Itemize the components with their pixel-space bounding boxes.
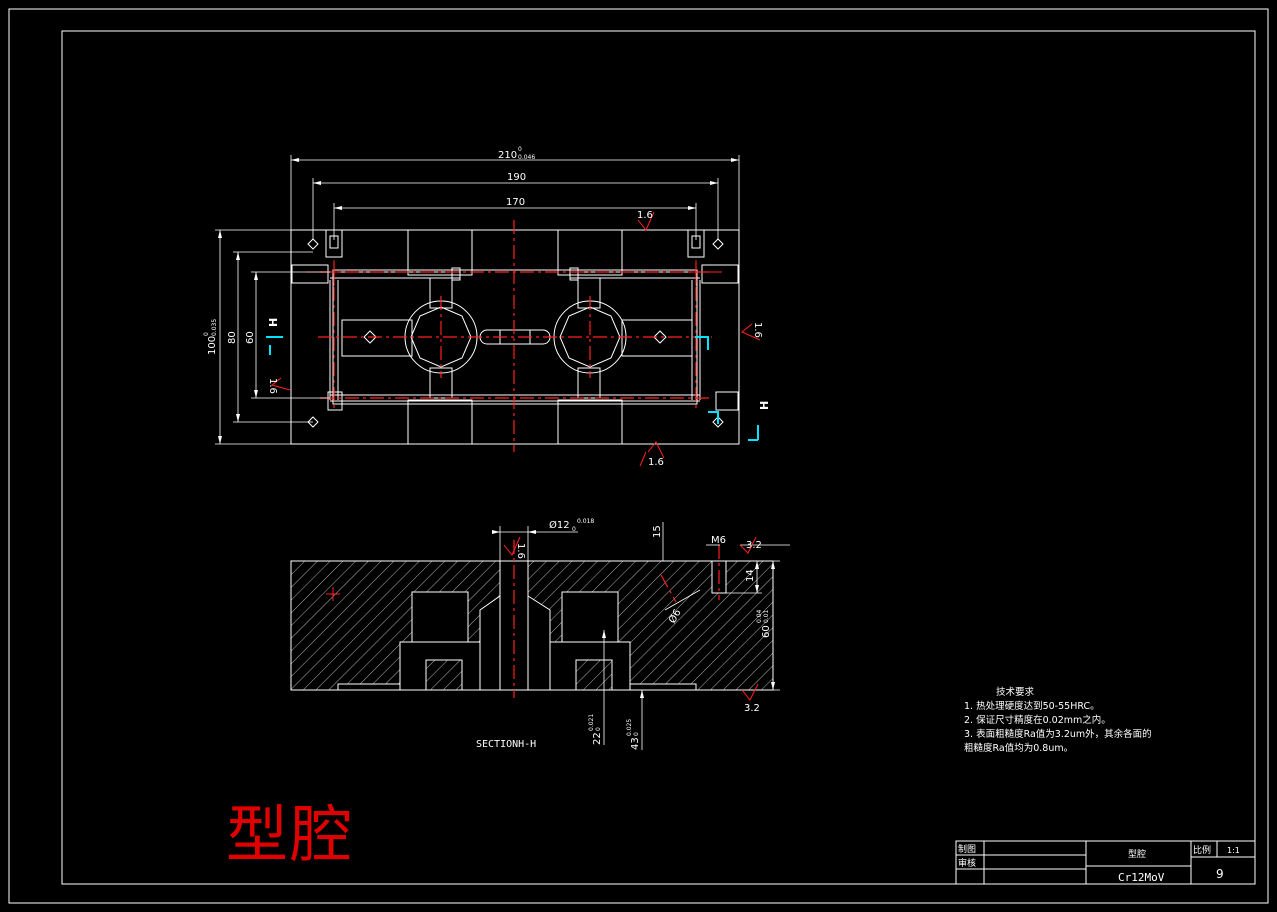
requirement-item: 3. 表面粗糙度Ra值为3.2um外，其余各面的 xyxy=(964,729,1152,740)
drawing-title-big: 型腔 xyxy=(226,798,355,871)
roughness-right-label: 1.6 xyxy=(752,322,763,338)
dim-170: 170 xyxy=(506,197,525,208)
technical-requirements-title: 技术要求 xyxy=(996,687,1035,698)
roughness-left-label: 1.6 xyxy=(267,378,278,394)
requirement-item: 2. 保证尺寸精度在0.02mm之内。 xyxy=(964,715,1111,726)
dim-60-tol-upper: 0.04 xyxy=(756,609,763,623)
cavity-right-outer xyxy=(553,300,627,374)
sheet-inner-border xyxy=(61,30,1256,885)
dim-43: 43 xyxy=(630,737,641,750)
dim-phi12-tol-lower: 0 xyxy=(572,526,576,533)
cavity-left-outer xyxy=(404,300,478,374)
dim-60-section: 60 xyxy=(761,625,772,638)
requirement-item: 粗糙度Ra值均为0.8um。 xyxy=(964,743,1074,754)
dim-60-tol-lower: 0.01 xyxy=(763,609,770,623)
dim-210-tol-upper: 0 xyxy=(518,146,522,153)
dim-22-tol-lower: 0 xyxy=(595,727,602,731)
dim-22-tol-upper: 0.021 xyxy=(588,714,595,731)
roughness-bore-label: 1.6 xyxy=(515,543,526,559)
dim-80: 80 xyxy=(227,331,238,344)
dim-22: 22 xyxy=(592,732,603,745)
dim-15: 15 xyxy=(652,525,663,538)
dim-210: 210 xyxy=(498,150,517,161)
plan-centerlines xyxy=(318,220,712,452)
dim-14: 14 xyxy=(745,569,756,582)
section-letter-left: H xyxy=(267,318,280,327)
section-markers xyxy=(266,336,759,441)
plan-dim-arrows xyxy=(218,158,739,444)
scale-label: 比例 xyxy=(1193,844,1211,856)
drawn-by-label: 制图 xyxy=(958,843,976,855)
material: Cr12MoV xyxy=(1118,871,1165,884)
roughness-symbols-plan xyxy=(270,211,761,467)
dim-phi12-tol-upper: 0.018 xyxy=(577,518,594,525)
sheet-outer-border xyxy=(8,8,1269,904)
plan-dimensions xyxy=(215,155,740,445)
plate-outline xyxy=(290,229,740,445)
section-dim-arrows xyxy=(492,530,775,698)
roughness-32-bottom-label: 3.2 xyxy=(744,703,760,714)
dim-100: 100 xyxy=(207,336,218,355)
dim-190: 190 xyxy=(507,172,526,183)
roughness-bottom-label: 1.6 xyxy=(648,457,664,468)
roughness-32-top-label: 3.2 xyxy=(746,540,762,551)
checked-by-label: 审核 xyxy=(958,857,976,869)
section-letter-right: H xyxy=(758,401,771,410)
requirement-item: 1. 热处理硬度达到50-55HRC。 xyxy=(964,701,1100,712)
dim-phi12: Ø12 xyxy=(549,519,570,531)
technical-requirements: 技术要求 1. 热处理硬度达到50-55HRC。 2. 保证尺寸精度在0.02m… xyxy=(964,686,1152,756)
title-block xyxy=(955,840,1256,885)
sheet-number: 9 xyxy=(1216,867,1224,881)
roughness-symbols-section xyxy=(503,536,759,701)
part-name: 型腔 xyxy=(1128,848,1146,860)
dim-100-tol-lower: 0.035 xyxy=(211,319,218,336)
section-view xyxy=(290,540,774,698)
dim-100-tol-upper: 0 xyxy=(203,332,210,336)
dim-43-tol-lower: 0 xyxy=(633,732,640,736)
roughness-top-label: 1.6 xyxy=(637,210,653,221)
dim-60: 60 xyxy=(245,331,256,344)
dim-43-tol-upper: 0.025 xyxy=(626,719,633,736)
scale-value: 1:1 xyxy=(1227,846,1240,855)
dim-m6: M6 xyxy=(711,535,726,546)
dim-210-tol-lower: 0.046 xyxy=(518,154,535,161)
section-label: SECTIONH-H xyxy=(476,739,536,750)
